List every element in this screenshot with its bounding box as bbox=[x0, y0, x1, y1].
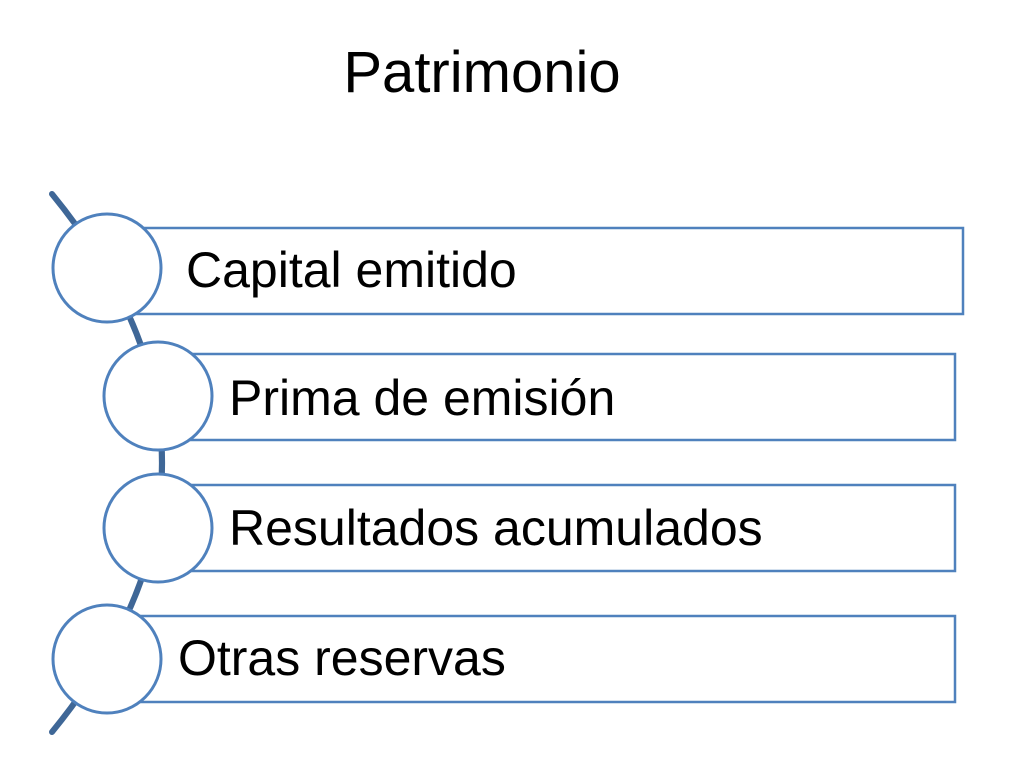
item-circle-3 bbox=[102, 472, 214, 584]
item-label-3: Resultados acumulados bbox=[229, 500, 763, 556]
item-box-4 bbox=[104, 614, 957, 704]
item-label-1: Capital emitido bbox=[186, 242, 517, 298]
item-label-2: Prima de emisión bbox=[229, 370, 616, 426]
item-circle-2 bbox=[102, 340, 214, 452]
item-circle-1 bbox=[51, 212, 163, 324]
item-box-2 bbox=[156, 352, 957, 442]
item-box-1 bbox=[104, 226, 965, 316]
item-circle-4 bbox=[51, 603, 163, 715]
page-title: Patrimonio bbox=[343, 40, 621, 105]
item-label-4: Otras reservas bbox=[178, 630, 506, 686]
